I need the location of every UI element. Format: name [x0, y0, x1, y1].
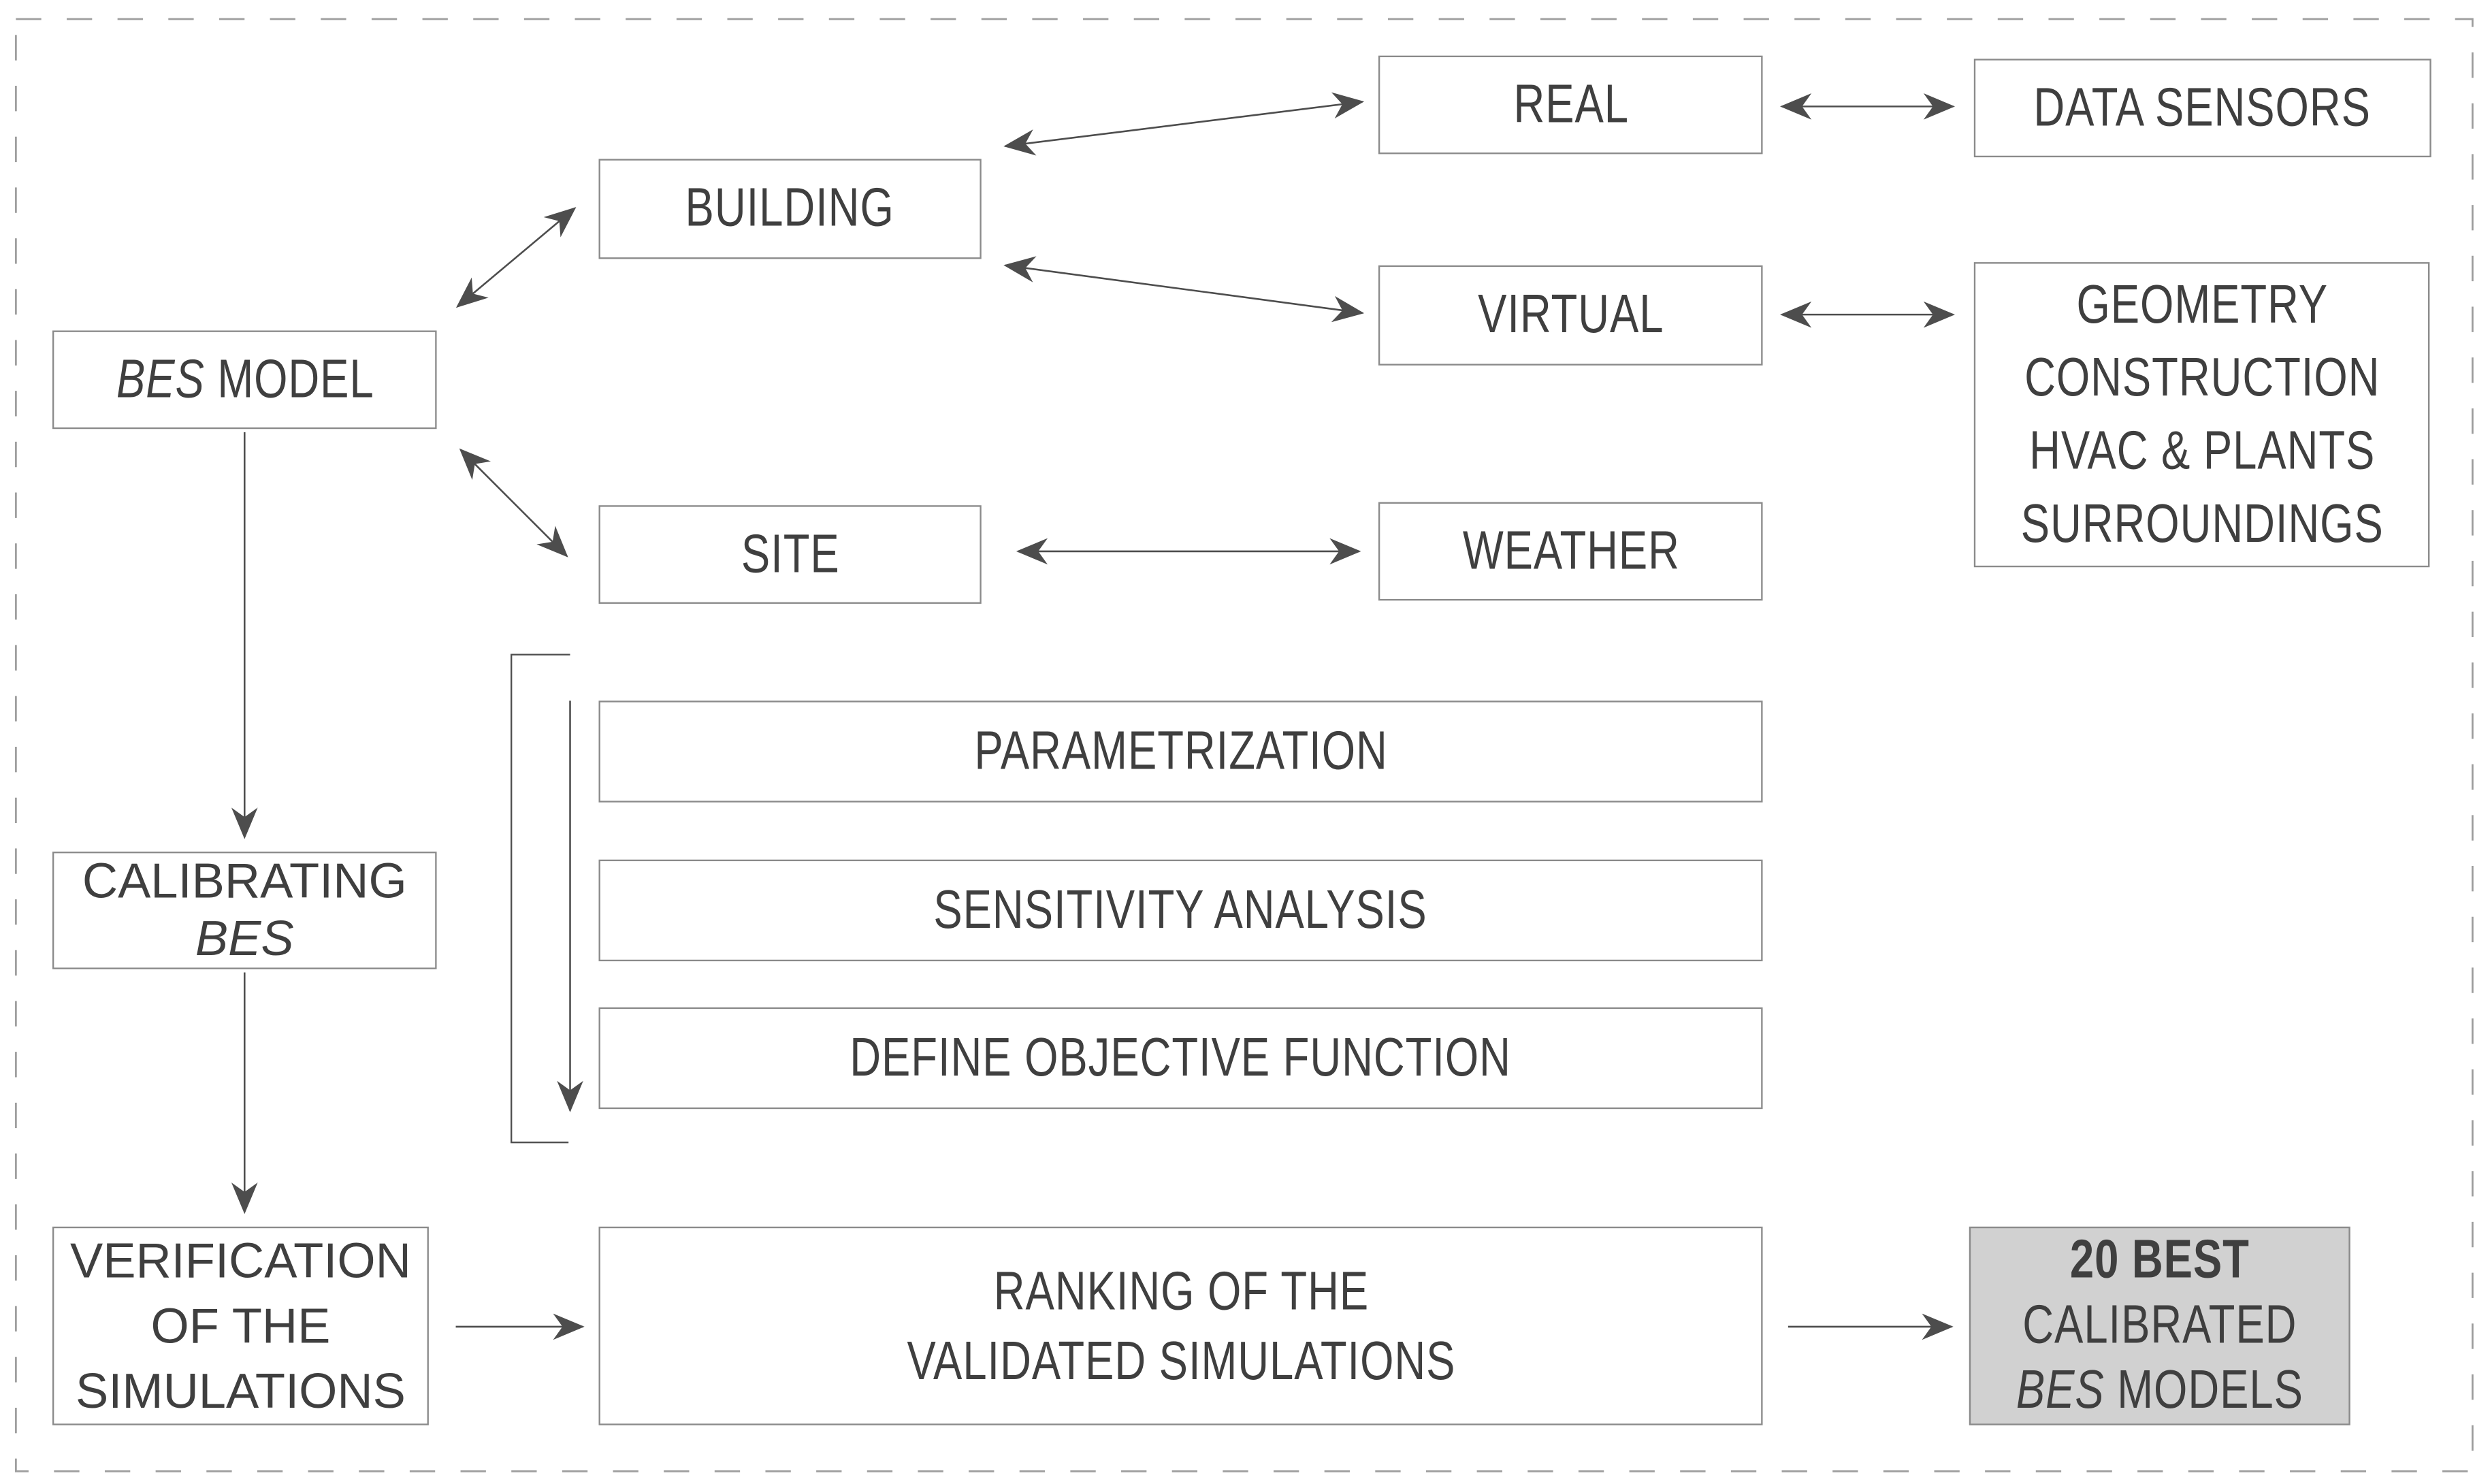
- node-real-label: REAL: [1513, 74, 1628, 135]
- node-ranking-label: RANKING OF THE VALIDATED SIMULATIONS: [907, 1256, 1455, 1396]
- node-building-label: BUILDING: [685, 178, 895, 239]
- node-ranking-of-validated-simulations: RANKING OF THE VALIDATED SIMULATIONS: [598, 1226, 1763, 1425]
- node-verification-label: VERIFICATION OF THE SIMULATIONS: [70, 1228, 411, 1423]
- connector-bes-model-to-site: [459, 448, 568, 558]
- node-bes-model-label-rest: MODEL: [204, 349, 374, 410]
- node-geometry-line-2: CONSTRUCTION: [2024, 348, 2380, 408]
- loop-bracket: [511, 654, 570, 1144]
- connector-building-to-real: [1003, 92, 1365, 156]
- node-virtual: VIRTUAL: [1378, 265, 1763, 366]
- node-best-models-line-3-rest: MODELS: [2104, 1359, 2303, 1421]
- node-bes-model-label-italic: BES: [115, 349, 204, 410]
- node-best-models-line-2: CALIBRATED: [2022, 1295, 2297, 1355]
- node-site: SITE: [598, 505, 982, 604]
- node-geometry-line-1: GEOMETRY: [2075, 274, 2328, 336]
- node-geometry-construction-label: GEOMETRY CONSTRUCTION HVAC & PLANTS SURR…: [2020, 268, 2383, 560]
- node-weather: WEATHER: [1378, 502, 1763, 601]
- connector-bes-model-to-building: [455, 207, 577, 308]
- node-best-models-label: 20 BEST CALIBRATED BES MODELS: [2016, 1228, 2303, 1423]
- connector-building-to-virtual: [1003, 256, 1365, 323]
- node-calibrating-bes: CALIBRATING BES: [52, 852, 437, 969]
- node-best-models-line-3-italic: BES: [2016, 1359, 2105, 1421]
- node-verification-line-3: SIMULATIONS: [75, 1363, 406, 1419]
- node-parametrization-label: PARAMETRIZATION: [973, 720, 1388, 781]
- node-site-label: SITE: [741, 523, 839, 584]
- node-best-models-line-3: BES MODELS: [2016, 1359, 2303, 1424]
- dashed-border: [14, 18, 2474, 1472]
- node-parametrization: PARAMETRIZATION: [598, 700, 1763, 803]
- node-verification-of-the-simulations: VERIFICATION OF THE SIMULATIONS: [52, 1226, 429, 1425]
- node-geometry-line-4: SURROUNDINGS: [2020, 494, 2384, 555]
- node-sensitivity-analysis-label: SENSITIVITY ANALYSIS: [933, 879, 1428, 940]
- node-calibrating-bes-line-1: CALIBRATING: [82, 853, 407, 909]
- node-20-best-calibrated-bes-models: 20 BEST CALIBRATED BES MODELS: [1969, 1226, 2350, 1425]
- node-geometry-line-3: HVAC & PLANTS: [2028, 421, 2375, 482]
- node-building: BUILDING: [598, 159, 982, 259]
- node-ranking-line-2: VALIDATED SIMULATIONS: [906, 1330, 1455, 1391]
- node-real: REAL: [1378, 55, 1763, 155]
- node-calibrating-bes-line-2: BES: [195, 910, 294, 967]
- node-bes-model: BES MODEL: [52, 330, 437, 430]
- node-virtual-label: VIRTUAL: [1477, 284, 1664, 345]
- node-define-objective-function: DEFINE OBJECTIVE FUNCTION: [598, 1007, 1763, 1110]
- node-bes-model-label: BES MODEL: [116, 349, 374, 410]
- node-data-sensors-label: DATA SENSORS: [2034, 77, 2372, 138]
- node-verification-line-1: VERIFICATION: [69, 1233, 411, 1289]
- node-verification-line-2: OF THE: [150, 1297, 331, 1354]
- node-ranking-line-1: RANKING OF THE: [992, 1261, 1369, 1321]
- node-best-models-line-1: 20 BEST: [2069, 1229, 2250, 1291]
- node-weather-label: WEATHER: [1461, 520, 1679, 581]
- node-sensitivity-analysis: SENSITIVITY ANALYSIS: [598, 859, 1763, 962]
- node-geometry-construction: GEOMETRY CONSTRUCTION HVAC & PLANTS SURR…: [1973, 262, 2430, 568]
- node-define-objective-function-label: DEFINE OBJECTIVE FUNCTION: [850, 1027, 1512, 1088]
- node-calibrating-bes-label: CALIBRATING BES: [82, 853, 407, 967]
- node-data-sensors: DATA SENSORS: [1973, 59, 2431, 158]
